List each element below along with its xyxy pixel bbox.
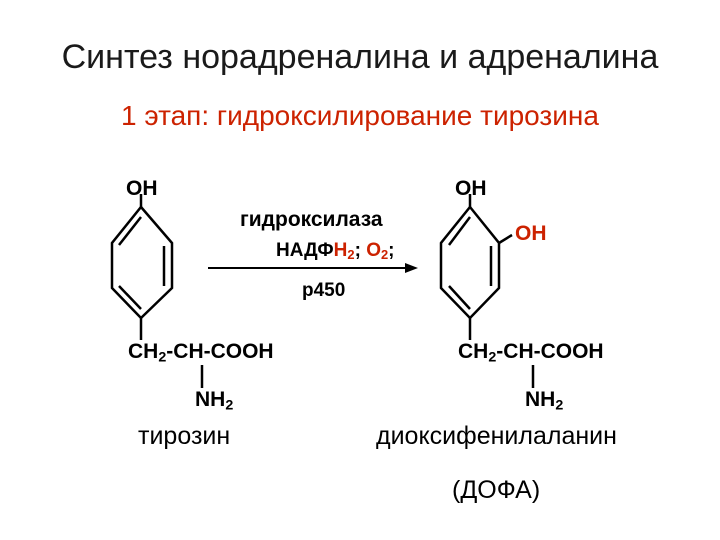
dopa-oh-side-label: OH bbox=[515, 222, 547, 245]
tyrosine-chain-ch: CH bbox=[128, 340, 159, 363]
slide-title: Синтез норадреналина и адреналина bbox=[61, 38, 659, 76]
tyrosine-name: тирозин bbox=[138, 422, 231, 450]
dopa-amino-group: NH2 bbox=[525, 388, 564, 414]
cofactor-separator: ; bbox=[354, 240, 361, 261]
dopa-side-chain: CH2-CH-COOH bbox=[458, 340, 604, 366]
cofactor-nadf: НАДФ bbox=[276, 240, 334, 261]
cofactor-label: НАДФH2; O2; bbox=[276, 240, 394, 262]
cofactor-o: O bbox=[366, 240, 381, 261]
dopa-nh: NH bbox=[525, 388, 556, 411]
dopa-oh-top-label: OH bbox=[455, 177, 487, 200]
dopa-chain-rest: -CH-COOH bbox=[496, 340, 604, 363]
reaction-arrow-head bbox=[405, 263, 418, 273]
cofactor-o-sub: 2 bbox=[380, 247, 389, 263]
tyrosine-oh-label: OH bbox=[126, 177, 158, 200]
enzyme-label: гидроксилаза bbox=[240, 208, 383, 231]
dopa-oh-side-bond bbox=[498, 233, 513, 245]
tyrosine-nh-sub: 2 bbox=[225, 397, 234, 414]
tyrosine-amino-group: NH2 bbox=[195, 388, 234, 414]
dopa-chain-ch: CH bbox=[458, 340, 489, 363]
tyrosine-nh: NH bbox=[195, 388, 226, 411]
catalyst-label: p450 bbox=[302, 280, 346, 301]
dopa-name: диоксифенилаланин bbox=[376, 422, 617, 450]
tyrosine-benzene-ring bbox=[110, 205, 174, 320]
dopa-benzene-ring bbox=[439, 205, 501, 320]
slide-subtitle: 1 этап: гидроксилирование тирозина bbox=[121, 100, 599, 131]
dopa-nh-sub: 2 bbox=[555, 397, 564, 414]
tyrosine-chain-sub: 2 bbox=[158, 349, 167, 366]
tyrosine-chain-rest: -CH-COOH bbox=[166, 340, 274, 363]
dopa-abbreviation: (ДОФА) bbox=[452, 476, 541, 504]
cofactor-end: ; bbox=[388, 240, 395, 261]
dopa-chain-sub: 2 bbox=[488, 349, 497, 366]
cofactor-h-sub: 2 bbox=[347, 247, 355, 263]
cofactor-h: H bbox=[333, 240, 348, 261]
tyrosine-side-chain: CH2-CH-COOH bbox=[128, 340, 274, 366]
